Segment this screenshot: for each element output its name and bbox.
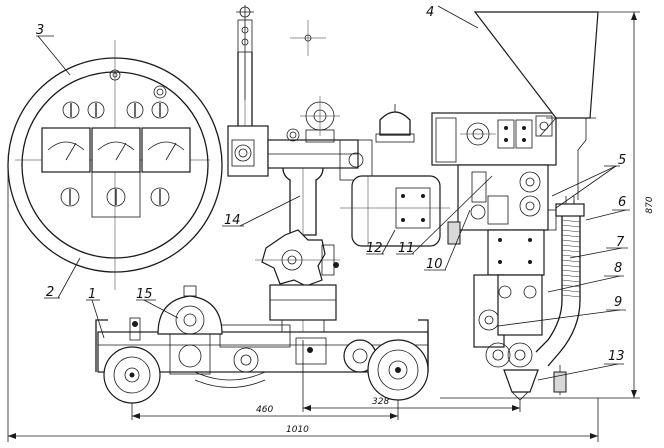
callout-2: 2 [46, 285, 54, 300]
callout-7: 7 [616, 235, 625, 250]
callout-6: 6 [618, 195, 626, 210]
front-wheel-left [103, 346, 161, 404]
gearbox [157, 285, 223, 375]
star-handwheel [255, 229, 340, 287]
lower-column [269, 284, 337, 335]
callout-12: 12 [366, 241, 383, 256]
lower-switches [60, 187, 170, 207]
callout-4: 4 [426, 5, 434, 20]
dim-overall-length: 1010 [286, 425, 309, 435]
callout-3: 3 [36, 23, 44, 38]
callout-labels: 3 2 1 15 14 12 11 10 4 5 6 7 8 9 13 [36, 5, 626, 364]
callout-9: 9 [614, 295, 622, 310]
dim-wheelbase: 460 [256, 405, 273, 415]
callout-10: 10 [426, 257, 443, 272]
callout-8: 8 [614, 261, 622, 276]
flux-hopper [473, 11, 599, 210]
dimension-lines: 870 460 328 1010 [7, 11, 655, 442]
nozzle-assembly [473, 274, 567, 401]
callout-13: 13 [608, 349, 625, 364]
wheels [103, 339, 429, 404]
control-panel [7, 40, 223, 290]
central-housing [227, 96, 373, 340]
leader-lines [36, 5, 630, 381]
feed-mechanism [431, 112, 557, 276]
mast [236, 5, 326, 128]
rear-wheel-right [367, 339, 429, 401]
meters [41, 127, 191, 173]
callout-15: 15 [136, 287, 153, 302]
callout-14: 14 [224, 213, 241, 228]
callout-5: 5 [618, 153, 626, 168]
callout-1: 1 [88, 287, 96, 302]
dim-offset: 328 [372, 397, 389, 407]
dim-height: 870 [645, 196, 655, 213]
callout-11: 11 [398, 241, 415, 256]
motor-unit [340, 104, 450, 247]
upper-switches [62, 101, 169, 119]
